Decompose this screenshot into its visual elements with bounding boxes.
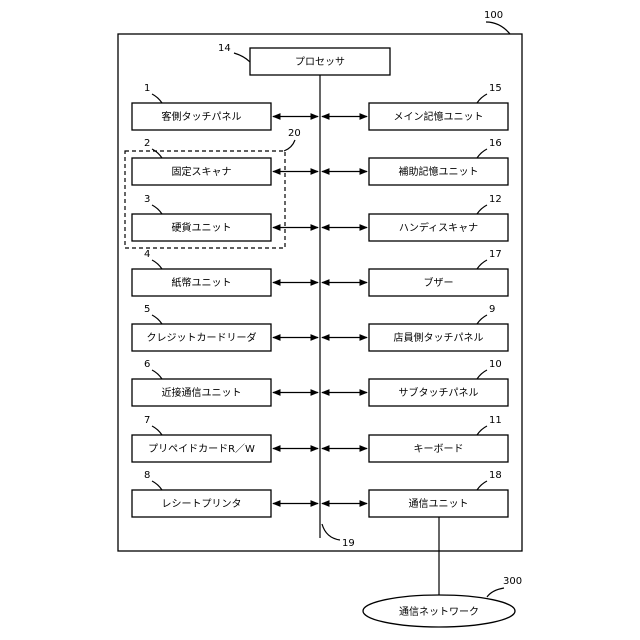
unit-ref: 2: [144, 138, 150, 149]
network-ref-leader: [487, 588, 504, 597]
unit-label: 近接通信ユニット: [162, 386, 242, 399]
network-label: 通信ネットワーク: [399, 606, 479, 618]
unit-ref: 6: [144, 359, 150, 370]
unit-label: サブタッチパネル: [399, 386, 479, 399]
unit-label: 客側タッチパネル: [162, 110, 242, 123]
unit-ref: 11: [489, 415, 502, 426]
unit-ref: 12: [489, 194, 502, 205]
system-ref-leader: [486, 22, 510, 34]
unit-ref: 4: [144, 249, 150, 260]
unit-label: 店員側タッチパネル: [394, 331, 484, 344]
unit-ref: 9: [489, 304, 495, 315]
unit-label: 補助記憶ユニット: [399, 165, 479, 178]
unit-label: メイン記憶ユニット: [394, 110, 484, 123]
unit-ref: 8: [144, 470, 150, 481]
unit-label: 硬貨ユニット: [172, 221, 232, 234]
unit-label: 通信ユニット: [409, 498, 469, 510]
unit-ref: 1: [144, 83, 150, 94]
unit-label: レシートプリンタ: [162, 498, 242, 510]
unit-ref: 17: [489, 249, 502, 260]
unit-label: クレジットカードリーダ: [147, 331, 257, 344]
group-ref: 20: [288, 128, 301, 139]
unit-ref: 7: [144, 415, 150, 426]
unit-ref: 3: [144, 194, 150, 205]
system-ref: 100: [484, 10, 503, 21]
unit-label: プリペイドカードR／W: [148, 443, 255, 455]
unit-ref: 10: [489, 359, 502, 370]
network-block: 通信ネットワーク 300: [363, 576, 522, 627]
unit-ref: 15: [489, 83, 502, 94]
unit-label: ブザー: [424, 276, 454, 289]
unit-ref: 16: [489, 138, 502, 149]
unit-label: 固定スキャナ: [172, 165, 232, 178]
unit-ref: 5: [144, 304, 150, 315]
unit-label: 紙幣ユニット: [172, 276, 232, 289]
processor-ref: 14: [218, 43, 231, 54]
network-ref: 300: [503, 576, 522, 587]
unit-ref: 18: [489, 470, 502, 481]
bus-ref: 19: [342, 538, 355, 549]
unit-label: ハンディスキャナ: [399, 221, 478, 234]
unit-label: キーボード: [414, 443, 464, 455]
processor-label: プロセッサ: [295, 56, 345, 68]
